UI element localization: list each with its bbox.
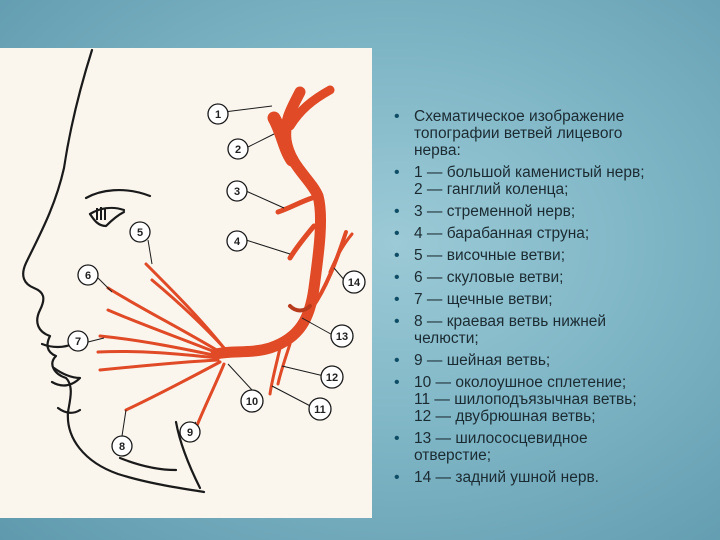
- buccal-branch-2: [96, 349, 220, 360]
- legend-item: 3 — стременной нерв;: [390, 203, 715, 220]
- legend-item: 9 — шейная ветвь;: [390, 352, 715, 369]
- svg-text:14: 14: [348, 277, 361, 289]
- legend-list: Схематическое изображение топографии вет…: [390, 108, 715, 491]
- legend-item: 8 — краевая ветвь нижней челюсти;: [390, 313, 715, 347]
- legend-item: 10 — околоушное сплетение; 11 — шилоподъ…: [390, 374, 715, 425]
- facial-nerve-drawing: 1 2 3 4 5 6 7 8 9 10 11 12 13 14: [22, 48, 366, 494]
- legend-line: нерва:: [414, 142, 461, 159]
- legend-item: 13 — шилососцевидное отверстие;: [390, 430, 715, 464]
- eyelashes: [96, 207, 106, 220]
- legend-item: 4 — барабанная струна;: [390, 225, 715, 242]
- svg-text:3: 3: [234, 186, 240, 198]
- digastric-branch: [276, 342, 292, 386]
- petrosal-nerve: [285, 85, 335, 131]
- diagram-labels: 1 2 3 4 5 6 7 8 9 10 11 12 13 14: [67, 103, 366, 457]
- neck-outline: [174, 420, 202, 490]
- svg-text:2: 2: [235, 144, 241, 156]
- nostril-outline: [40, 342, 74, 349]
- face-profile-outline: [22, 48, 206, 494]
- legend-line: Схематическое изображение: [414, 108, 625, 125]
- legend-line: отверстие;: [414, 447, 492, 464]
- legend-item: Схематическое изображение топографии вет…: [390, 108, 715, 159]
- svg-text:1: 1: [215, 109, 221, 121]
- label-circle-10: 10: [240, 389, 264, 413]
- label-circle-3: 3: [226, 180, 248, 202]
- mandibular-branch: [124, 360, 222, 412]
- label-circle-4: 4: [226, 230, 248, 252]
- svg-text:7: 7: [75, 336, 81, 348]
- label-circle-2: 2: [227, 138, 249, 160]
- legend-line: 13 — шилососцевидное: [414, 430, 588, 447]
- legend-line: 14 — задний ушной нерв.: [414, 469, 599, 486]
- legend-line: челюсти;: [414, 330, 479, 347]
- svg-text:9: 9: [187, 427, 193, 439]
- svg-text:13: 13: [336, 331, 348, 343]
- label-circle-13: 13: [330, 324, 354, 348]
- posterior-auricular-nerve-fork: [328, 232, 354, 274]
- legend-line: 10 — околоушное сплетение;: [414, 374, 627, 391]
- legend-line: 9 — шейная ветвь;: [414, 352, 551, 369]
- legend-item: 1 — большой каменистый нерв; 2 — ганглий…: [390, 164, 715, 198]
- legend-item: 5 — височные ветви;: [390, 247, 715, 264]
- legend-line: 12 — двубрюшная ветвь;: [414, 408, 596, 425]
- eyelid-outline: [88, 206, 126, 216]
- legend-line: 2 — ганглий коленца;: [414, 181, 569, 198]
- facial-nerve-figure: 1 2 3 4 5 6 7 8 9 10 11 12 13 14: [0, 48, 372, 518]
- chorda-tympani: [287, 223, 317, 261]
- label-circle-11: 11: [308, 397, 332, 421]
- label-circle-1: 1: [207, 103, 229, 125]
- eyebrow-outline: [84, 188, 152, 200]
- svg-text:5: 5: [137, 227, 143, 239]
- label-circle-8: 8: [111, 435, 133, 457]
- legend-line: 8 — краевая ветвь нижней: [414, 313, 607, 330]
- legend-line: 11 — шилоподъязычная ветвь;: [414, 391, 637, 408]
- zygomatic-branch-2: [106, 308, 222, 356]
- label-circle-9: 9: [179, 421, 201, 443]
- stapedial-nerve: [275, 195, 315, 215]
- buccal-branch-3: [98, 358, 220, 372]
- lip-outline: [50, 366, 82, 387]
- zygomatic-branch-1: [106, 286, 222, 354]
- eye-outline: [88, 210, 126, 228]
- nerve-branches: [96, 85, 354, 430]
- legend-item: 6 — скуловые ветви;: [390, 269, 715, 286]
- temporal-branch-2: [150, 278, 228, 352]
- nerve-trunk: [210, 86, 327, 360]
- svg-text:6: 6: [85, 270, 91, 282]
- legend-line: 4 — барабанная струна;: [414, 225, 590, 242]
- chin-crease: [56, 406, 82, 414]
- label-circle-5: 5: [129, 221, 151, 243]
- label-circle-14: 14: [342, 270, 366, 294]
- stylohyoid-branch: [268, 346, 282, 396]
- svg-text:8: 8: [119, 441, 125, 453]
- stylomastoid-ring: [288, 304, 312, 313]
- buccal-branch-1: [98, 334, 220, 358]
- svg-text:4: 4: [234, 236, 241, 248]
- legend-line: 6 — скуловые ветви;: [414, 269, 564, 286]
- legend-line: 5 — височные ветви;: [414, 247, 565, 264]
- legend-item: 14 — задний ушной нерв.: [390, 469, 715, 486]
- legend-line: 7 — щечные ветви;: [414, 291, 553, 308]
- label-circle-12: 12: [320, 365, 344, 389]
- legend-line: 3 — стременной нерв;: [414, 203, 576, 220]
- label-circle-6: 6: [77, 264, 99, 286]
- posterior-auricular-nerve: [310, 230, 348, 310]
- svg-text:11: 11: [314, 404, 326, 416]
- jaw-outline: [118, 456, 178, 472]
- legend-item: 7 — щечные ветви;: [390, 291, 715, 308]
- label-circle-7: 7: [67, 330, 89, 352]
- legend-line: топографии ветвей лицевого: [414, 125, 623, 142]
- cervical-branch: [194, 362, 226, 430]
- leader-lines: [87, 105, 347, 437]
- legend-line: 1 — большой каменистый нерв;: [414, 164, 645, 181]
- svg-text:10: 10: [246, 396, 258, 408]
- svg-text:12: 12: [326, 372, 338, 384]
- geniculate-ganglion: [267, 111, 299, 167]
